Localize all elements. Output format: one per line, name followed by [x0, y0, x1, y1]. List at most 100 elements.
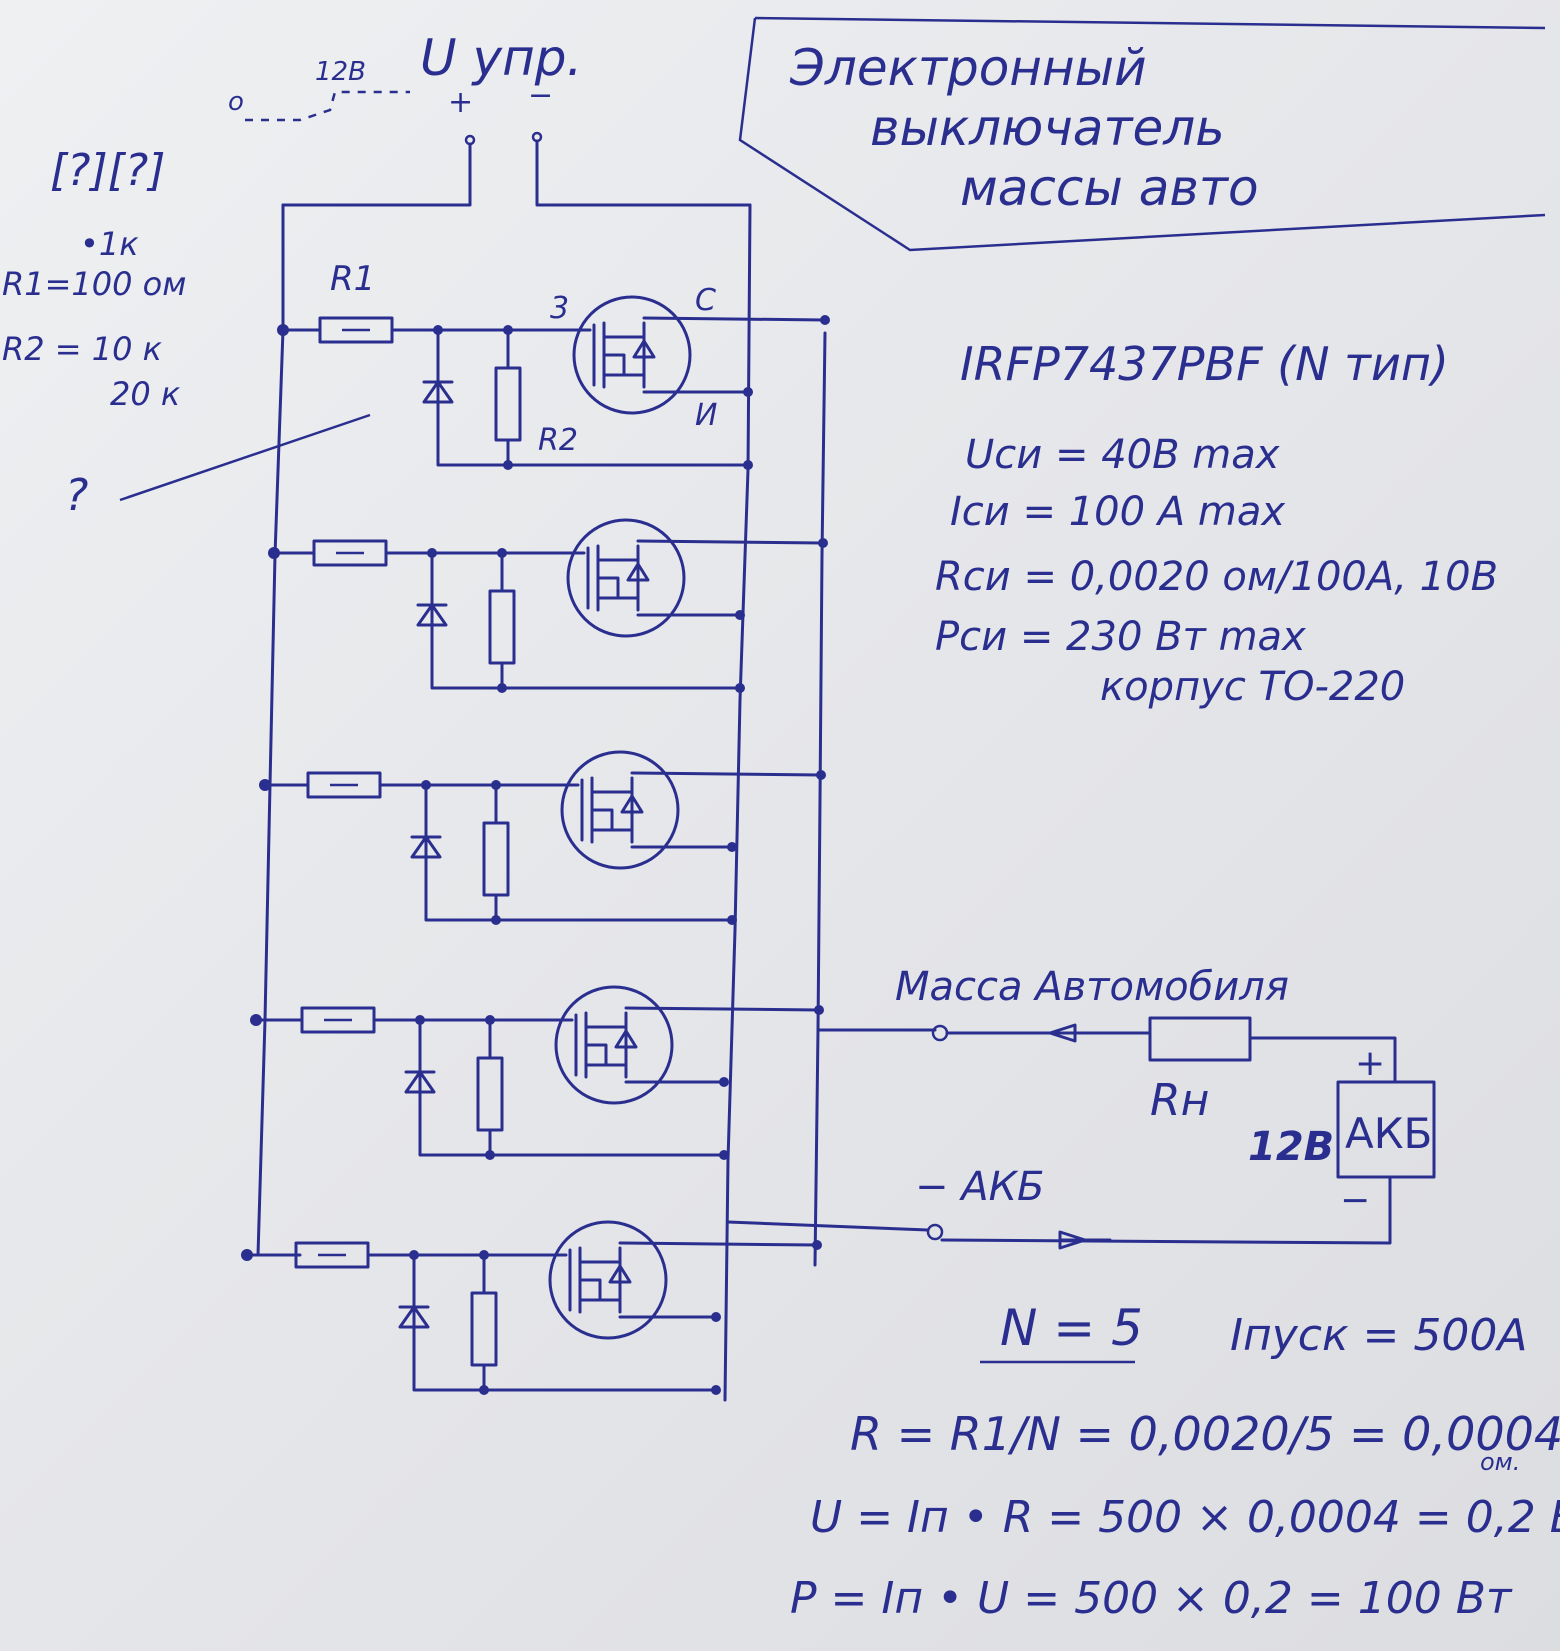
body-diode	[608, 1246, 632, 1314]
zener-diode	[410, 835, 442, 859]
zener-wire	[412, 1253, 718, 1392]
spec-vds: Uси = 40В max	[965, 432, 1280, 478]
mosfet-stages	[241, 295, 830, 1395]
junction-dot	[719, 1150, 729, 1160]
junction-dot	[479, 1385, 489, 1395]
left-notes: [?][?] •1к R1=100 ом R2 = 10 к 20 к ?	[2, 145, 371, 521]
junction-dot	[711, 1385, 721, 1395]
pin-labels: R1 3 С И R2	[330, 259, 717, 458]
r2-resistor	[482, 821, 510, 897]
mosfet-stage	[268, 518, 828, 693]
mosfet-stage	[259, 750, 826, 925]
ground-label: Масса Автомобиля	[895, 964, 1289, 1010]
spec-pd: Pси = 230 Вт max	[935, 614, 1306, 660]
junction-dot	[503, 460, 513, 470]
control-minus: −	[528, 78, 553, 113]
mosfet-channel	[580, 776, 632, 844]
mosfet-symbol	[554, 985, 674, 1105]
battery	[1336, 1080, 1436, 1179]
zener-diode	[422, 380, 454, 404]
mosfet-stage	[241, 1220, 822, 1395]
transistor-specs: IRFP7437PBF (N тип) Uси = 40В max Iси = …	[935, 337, 1498, 710]
neg-terminal	[926, 1223, 944, 1241]
bat-minus: −	[1340, 1180, 1370, 1221]
mosfet-channel	[574, 1011, 626, 1079]
label-gate: 3	[550, 291, 569, 326]
label-source: И	[695, 398, 717, 433]
note-r2: R2 = 10 к	[2, 330, 163, 368]
label-r1: R1	[330, 259, 375, 299]
junction-dot	[711, 1312, 721, 1322]
drain-bus	[813, 331, 827, 1267]
zener-diode	[404, 1070, 436, 1094]
spec-package: корпус ТО-220	[1100, 664, 1405, 710]
note-r2b: 20 к	[110, 375, 181, 413]
calc-u: U = Iп • R = 500 × 0,0004 = 0,2 В	[810, 1492, 1560, 1543]
drain-wire	[630, 771, 823, 777]
junction-dot	[814, 1005, 824, 1015]
mosfet-stage	[250, 985, 824, 1160]
battery-label: АКБ	[1345, 1109, 1432, 1158]
mosfet-symbol	[566, 518, 686, 638]
calculations: N = 5 Iпуск = 500А R = R1/N = 0,0020/5 =…	[790, 1299, 1560, 1624]
r2-resistor	[470, 1291, 498, 1367]
bat-plus: +	[1355, 1043, 1385, 1084]
body-diode	[614, 1011, 638, 1079]
r2-resistor	[488, 589, 516, 665]
mosfet-channel	[568, 1246, 620, 1314]
calc-r: R = R1/N = 0,0020/5 = 0,0004	[850, 1407, 1560, 1461]
label-r2: R2	[538, 423, 578, 458]
drain-wire	[642, 316, 827, 322]
drain-wire	[636, 539, 825, 545]
switch-off-mark: o	[228, 87, 244, 117]
r2-resistor	[476, 1056, 504, 1132]
title-line2: выключатель	[870, 99, 1225, 157]
gate-bus	[256, 203, 302, 1257]
note-q2: ?	[65, 470, 88, 521]
control-voltage: 12В	[315, 57, 366, 87]
spec-part: IRFP7437PBF (N тип)	[960, 337, 1449, 391]
mosfet-symbol	[572, 295, 692, 415]
control-plus: +	[448, 85, 473, 120]
spec-id: Iси = 100 А max	[950, 489, 1285, 535]
mosfet-symbol	[548, 1220, 668, 1340]
junction-dot	[812, 1240, 822, 1250]
junction-dot	[743, 387, 753, 397]
note-r1: R1=100 ом	[2, 265, 186, 303]
title-line3: массы авто	[960, 159, 1259, 217]
junction-dot	[735, 610, 745, 620]
load-circuit: Масса Автомобиля Rн + АКБ 12В − − АКБ	[726, 964, 1436, 1250]
zener-wire	[436, 328, 750, 467]
mosfet-channel	[592, 321, 644, 389]
body-diode	[626, 544, 650, 612]
ground-terminal	[931, 1024, 949, 1042]
source-bus	[723, 203, 752, 1402]
junction-dot	[818, 538, 828, 548]
title-line1: Электронный	[789, 39, 1147, 97]
zener-wire	[430, 551, 742, 690]
junction-dot	[485, 1150, 495, 1160]
junction-dot	[497, 683, 507, 693]
title-box: Электронный выключатель массы авто	[738, 16, 1546, 252]
note-k1: •1к	[80, 225, 139, 263]
neg-label: − АКБ	[915, 1164, 1044, 1210]
load-resistor	[1148, 1016, 1252, 1062]
battery-voltage: 12В	[1248, 1124, 1334, 1170]
junction-dot	[743, 460, 753, 470]
control-input: U упр. 12В o + −	[228, 29, 752, 207]
calc-n: N = 5	[1000, 1299, 1143, 1357]
rn-label: Rн	[1150, 1075, 1209, 1126]
junction-dot	[727, 915, 737, 925]
arrow-icon	[1058, 1230, 1112, 1250]
drain-wire	[618, 1241, 819, 1247]
drain-wire	[624, 1006, 821, 1012]
junction-dot	[719, 1077, 729, 1087]
junction-dot	[491, 915, 501, 925]
buses	[256, 203, 827, 1402]
junction-dot	[816, 770, 826, 780]
zener-wire	[424, 783, 734, 922]
mosfet-symbol	[560, 750, 680, 870]
zener-diode	[416, 603, 448, 627]
body-diode	[632, 321, 656, 389]
